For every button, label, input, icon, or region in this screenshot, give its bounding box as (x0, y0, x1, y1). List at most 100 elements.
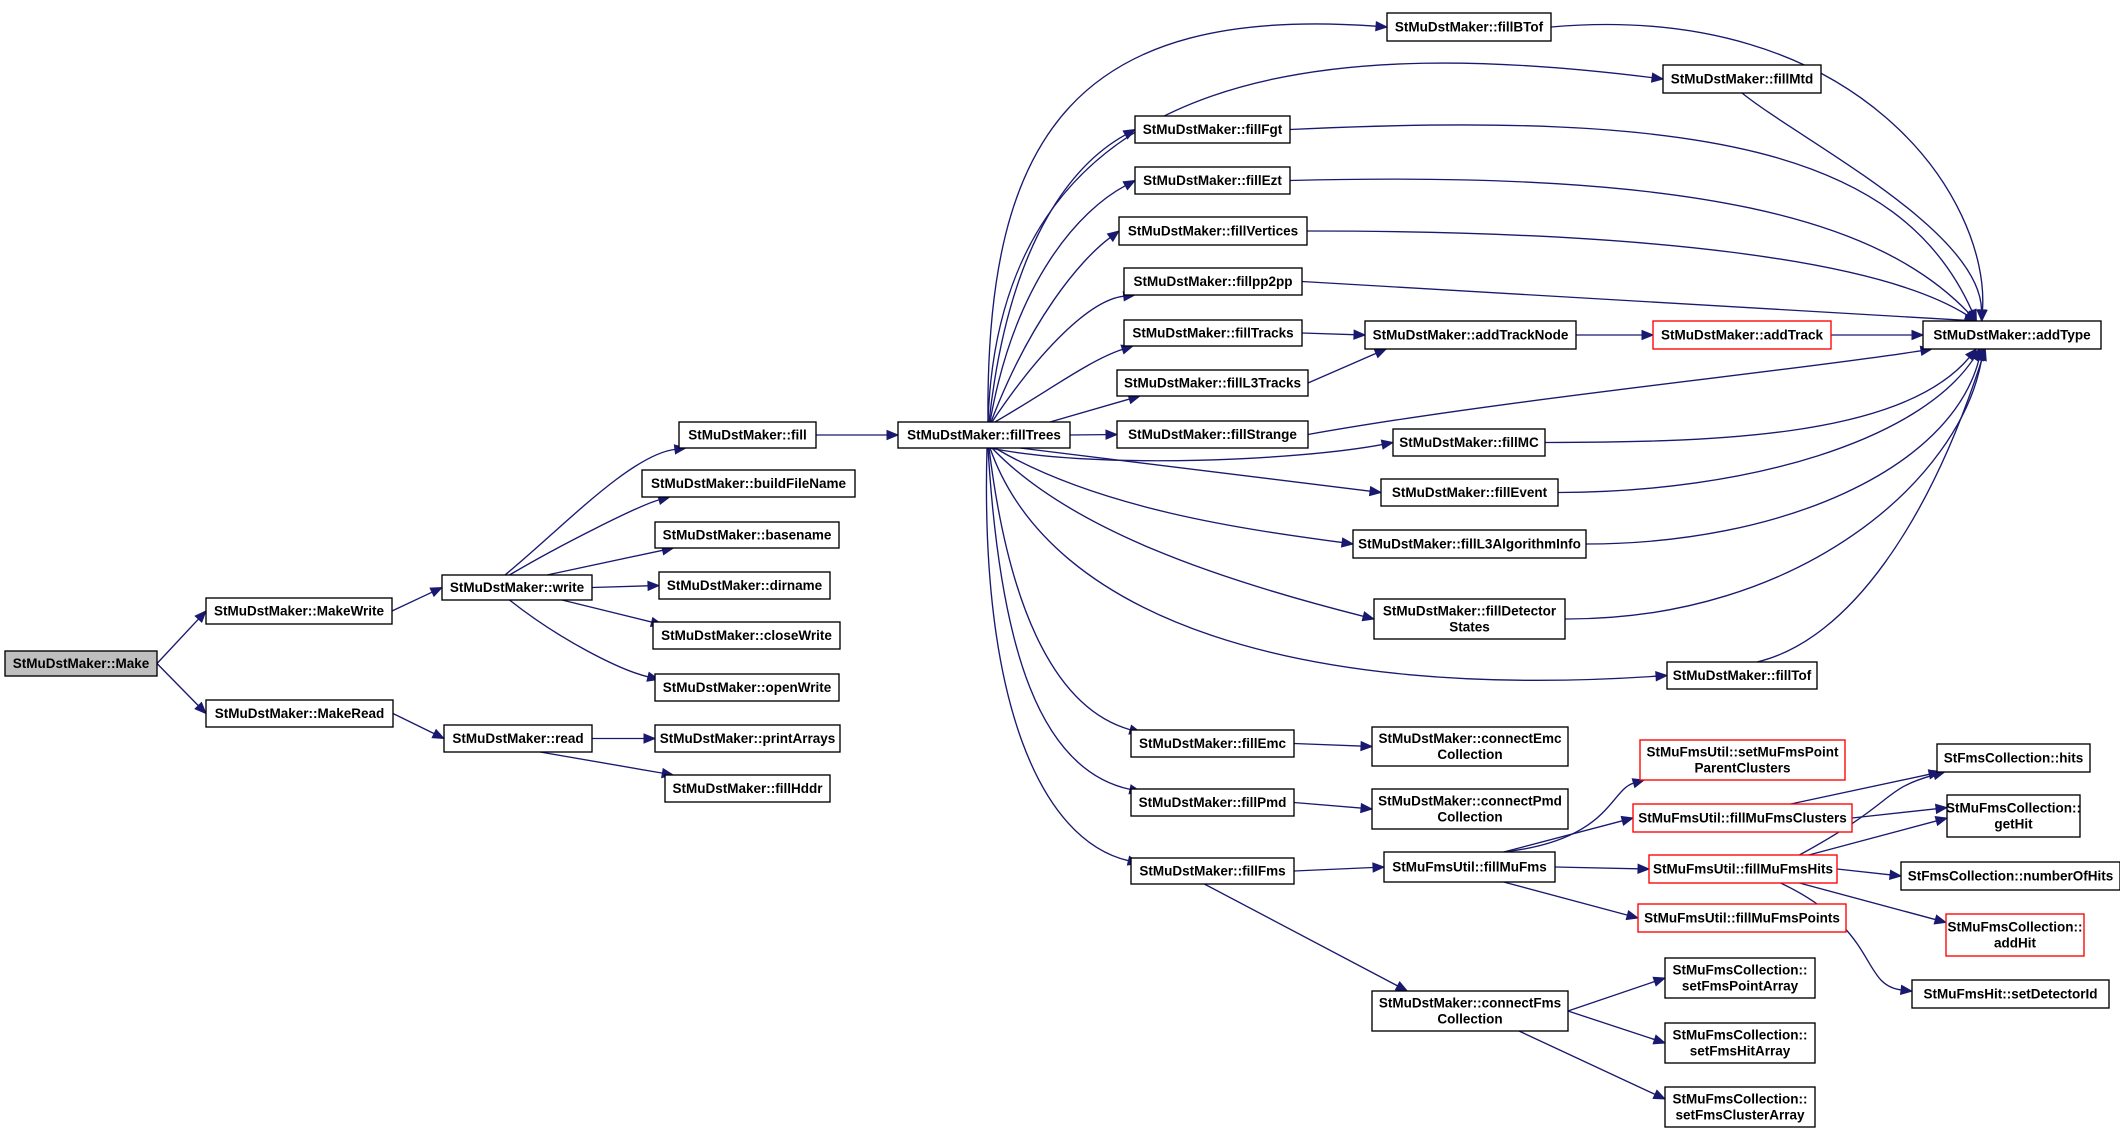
node-close-write[interactable]: StMuDstMaker::closeWrite (652, 621, 841, 650)
node-make-read[interactable]: StMuDstMaker::MakeRead (205, 699, 394, 728)
node-write[interactable]: StMuDstMaker::write (441, 574, 593, 601)
node-box (1632, 803, 1853, 833)
node-set-fms-hit-array[interactable]: StMuFmsCollection::setFmsHitArray (1664, 1022, 1816, 1064)
edge-line (985, 447, 1129, 862)
node-label: StMuDstMaker::addType (1933, 328, 2091, 343)
node-read[interactable]: StMuDstMaker::read (443, 724, 593, 753)
node-fill-fms[interactable]: StMuDstMaker::fillFms (1130, 857, 1295, 885)
edge-line (1557, 357, 1975, 494)
node-box (4, 650, 158, 677)
edge-line (546, 549, 663, 576)
edge-line (1293, 866, 1374, 872)
node-label: StMuDstMaker::MakeRead (215, 706, 385, 721)
node-fill-mu-fms-hits[interactable]: StMuFmsUtil::fillMuFmsHits (1648, 854, 1838, 884)
node-print-arrays[interactable]: StMuDstMaker::printArrays (654, 724, 841, 753)
node-fill-event[interactable]: StMuDstMaker::fillEvent (1380, 478, 1559, 507)
node-label: StMuFmsCollection:: (1673, 963, 1808, 978)
node-label: StMuDstMaker::fillHddr (672, 781, 823, 796)
node-fill-l3-tracks[interactable]: StMuDstMaker::fillL3Tracks (1116, 369, 1309, 397)
edge-make-to-makeWrite (156, 610, 207, 664)
edge-line (509, 499, 660, 576)
node-add-track-node[interactable]: StMuDstMaker::addTrackNode (1364, 320, 1577, 350)
edge-write-to-dirname (591, 580, 661, 592)
node-fill-mu-fms[interactable]: StMuFmsUtil::fillMuFms (1383, 851, 1556, 883)
node-dirname[interactable]: StMuDstMaker::dirname (658, 571, 831, 600)
edge-line (988, 447, 1131, 731)
node-fill-hddr[interactable]: StMuDstMaker::fillHddr (664, 774, 831, 803)
node-open-write[interactable]: StMuDstMaker::openWrite (654, 673, 840, 702)
node-fill-mu-fms-points[interactable]: StMuFmsUtil::fillMuFmsPoints (1637, 903, 1847, 933)
node-fill-mtd[interactable]: StMuDstMaker::fillMtd (1662, 64, 1822, 94)
node-box (1364, 320, 1577, 350)
node-label: StMuDstMaker::fillVertices (1128, 224, 1298, 239)
arrowhead-icon (1122, 179, 1137, 191)
node-number-of-hits[interactable]: StFmsCollection::numberOfHits (1900, 861, 2120, 891)
node-fillpp2pp[interactable]: StMuDstMaker::fillpp2pp (1123, 267, 1303, 296)
node-box (1900, 861, 2120, 891)
node-box (1392, 428, 1546, 457)
node-set-fms-cluster-array[interactable]: StMuFmsCollection::setFmsClusterArray (1664, 1086, 1816, 1128)
node-fill-tof[interactable]: StMuDstMaker::fillTof (1666, 661, 1818, 690)
edge-fillFms-to-connectFms (1204, 883, 1409, 992)
node-add-hit[interactable]: StMuFmsCollection::addHit (1945, 913, 2085, 957)
node-hits[interactable]: StFmsCollection::hits (1936, 743, 2091, 773)
edge-fillDetectorStates-to-addType (1564, 347, 1987, 620)
node-fill-fgt[interactable]: StMuDstMaker::fillFgt (1134, 115, 1291, 144)
node-set-detector-id[interactable]: StMuFmsHit::setDetectorId (1911, 979, 2110, 1009)
edge-line (987, 23, 1377, 423)
edge-fillTrees-to-fillDetectorStates (991, 447, 1376, 622)
edge-line (1851, 808, 1937, 819)
node-label: setFmsClusterArray (1675, 1108, 1805, 1123)
node-add-track[interactable]: StMuDstMaker::addTrack (1652, 320, 1832, 350)
node-label: StMuDstMaker::fill (688, 428, 807, 443)
node-fill-m-c[interactable]: StMuDstMaker::fillMC (1392, 428, 1546, 457)
node-basename[interactable]: StMuDstMaker::basename (654, 521, 840, 549)
node-fill[interactable]: StMuDstMaker::fill (678, 421, 817, 449)
edge-line (991, 447, 1364, 617)
node-box (1664, 957, 1816, 999)
node-fill-l3-algorithm-info[interactable]: StMuDstMaker::fillL3AlgorithmInfo (1352, 529, 1587, 559)
edge-line (540, 751, 663, 774)
edge-makeRead-to-read (392, 712, 446, 740)
node-box (205, 597, 393, 625)
edge-fillMuFmsHits-to-setDetectorId (1780, 882, 1914, 996)
edge-fillTrees-to-fillEvent (1019, 447, 1383, 497)
node-fill-b-tof[interactable]: StMuDstMaker::fillBTof (1386, 12, 1552, 42)
arrowhead-icon (1934, 803, 1949, 815)
node-fill-emc[interactable]: StMuDstMaker::fillEmc (1130, 729, 1295, 758)
edge-fillMuFmsClusters-to-getHit (1851, 803, 1949, 819)
node-box (1664, 1022, 1816, 1064)
edge-line (156, 618, 199, 664)
node-label: StMuDstMaker::fillPmd (1139, 795, 1287, 810)
node-fill-vertices[interactable]: StMuDstMaker::fillVertices (1118, 216, 1308, 246)
node-fill-trees[interactable]: StMuDstMaker::fillTrees (897, 421, 1071, 449)
node-label: addHit (1994, 936, 2037, 951)
node-make[interactable]: StMuDstMaker::Make (4, 650, 158, 677)
edge-line (1799, 774, 1935, 856)
node-add-type[interactable]: StMuDstMaker::addType (1922, 320, 2102, 350)
node-fill-ezt[interactable]: StMuDstMaker::fillEzt (1134, 166, 1291, 195)
node-fill-mu-fms-clusters[interactable]: StMuFmsUtil::fillMuFmsClusters (1632, 803, 1853, 833)
node-get-hit[interactable]: StMuFmsCollection::getHit (1946, 794, 2081, 838)
node-fill-pmd[interactable]: StMuDstMaker::fillPmd (1130, 788, 1295, 817)
node-label: StMuDstMaker::connectPmd (1378, 794, 1562, 809)
edge-write-to-basename (546, 545, 675, 576)
node-label: StFmsCollection::hits (1944, 751, 2084, 766)
edge-fillMuFms-to-fillMuFmsPoints (1503, 881, 1640, 921)
edge-read-to-printArrays (592, 733, 657, 744)
node-fill-tracks[interactable]: StMuDstMaker::fillTracks (1123, 319, 1303, 347)
node-fill-strange[interactable]: StMuDstMaker::fillStrange (1116, 420, 1309, 449)
arrowhead-icon (1641, 329, 1655, 341)
edge-fillL3AlgorithmInfo-to-addType (1585, 347, 1984, 545)
node-box (1637, 903, 1847, 933)
node-set-fms-point-array[interactable]: StMuFmsCollection::setFmsPointArray (1664, 957, 1816, 999)
node-make-write[interactable]: StMuDstMaker::MakeWrite (205, 597, 393, 625)
edge-line (591, 585, 649, 589)
edge-line (1289, 124, 1973, 312)
node-build-file-name[interactable]: StMuDstMaker::buildFileName (641, 469, 856, 498)
